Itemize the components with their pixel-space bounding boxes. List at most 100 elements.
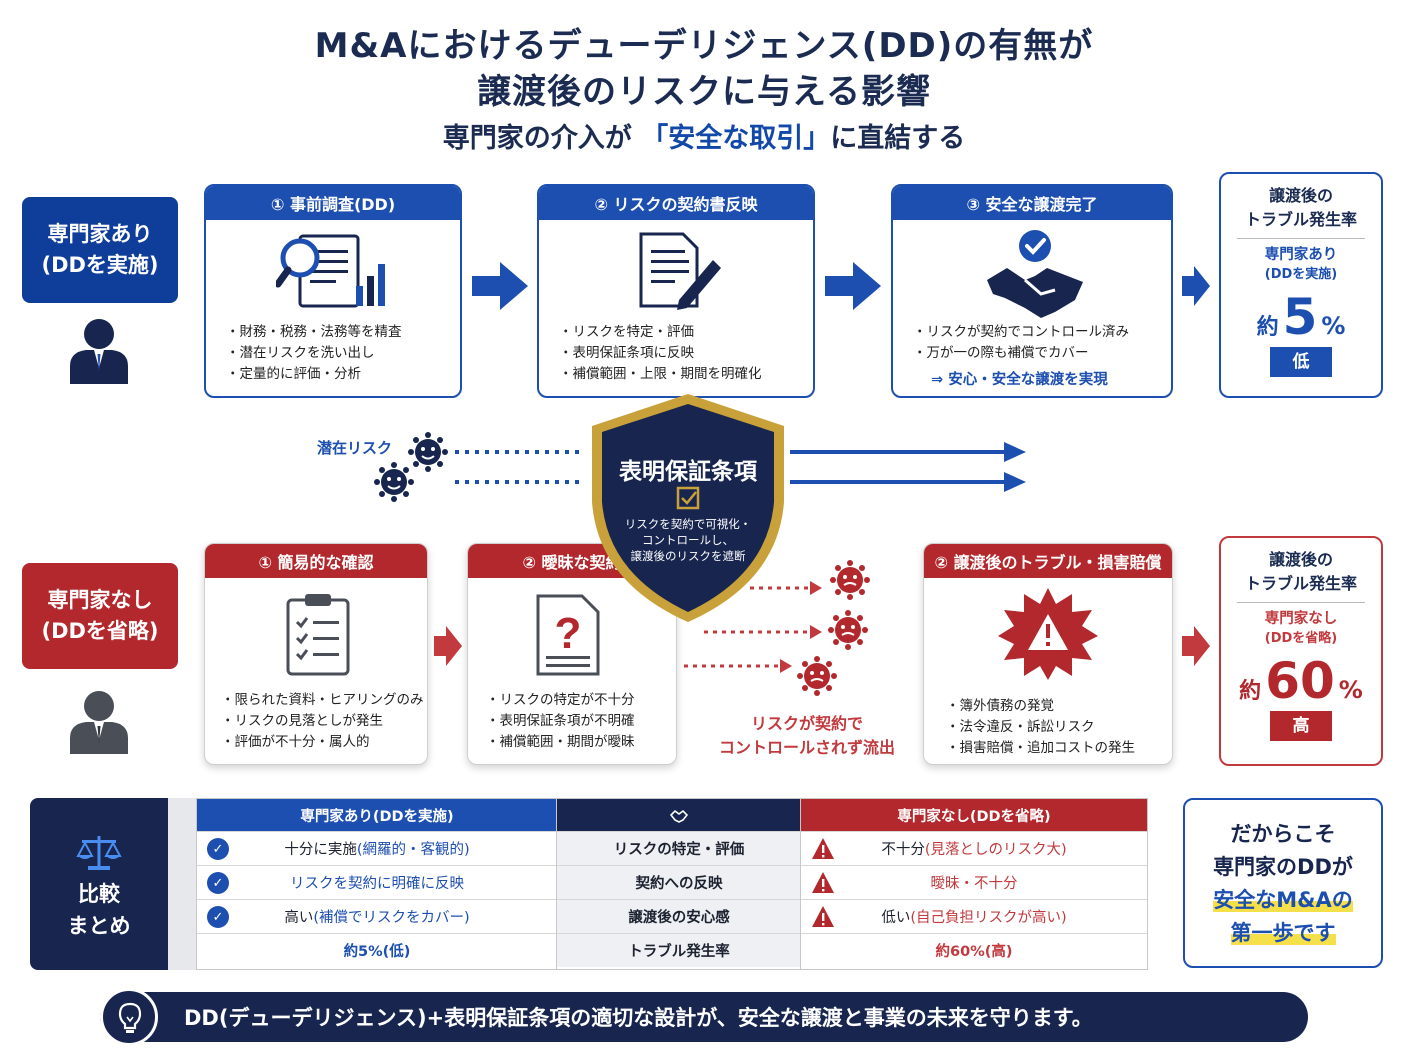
- person-icon: [70, 691, 128, 754]
- virus-icon: [374, 462, 414, 502]
- table-row-1-with: ✓ 十分に実施(網羅的・客観的): [197, 831, 557, 865]
- table-row-3-without: 低い(自己負担リスクが高い): [801, 899, 1147, 933]
- with-step2-bullet-2: ・表明保証条項に反映: [559, 345, 694, 361]
- without-step3-bullet-2: ・法令違反・訴訟リスク: [946, 719, 1095, 735]
- with-step3-bullet-1: ・リスクが契約でコントロール済み: [913, 324, 1129, 340]
- without-step1-bullet-3: ・評価が不十分・属人的: [221, 734, 370, 750]
- arrow-right-icon: [1182, 626, 1210, 666]
- without-step2-bullet-3: ・補償範囲・期間が曖昧: [486, 734, 635, 750]
- col-with-header: 専門家あり(DDを実施): [197, 799, 557, 831]
- without-rate-prefix: 約: [1239, 679, 1262, 704]
- arrow-right-icon: [472, 262, 528, 310]
- shield-desc-line3: 譲渡後のリスクを遮断: [630, 549, 746, 563]
- without-rate-group-line2: (DDを省略): [1264, 631, 1338, 646]
- with-expert-label-line2: (DDを実施): [41, 253, 159, 277]
- shield-title: 表明保証条項: [619, 459, 757, 485]
- table-row-4-without: 約60%(高): [801, 933, 1147, 967]
- check-circle-icon: ✓: [207, 872, 229, 894]
- shield-desc-line1: リスクを契約で可視化・: [624, 517, 752, 531]
- without-expert-label-line1: 専門家なし: [47, 587, 153, 612]
- row4-with-sub: 約5%(低): [343, 944, 411, 960]
- contract-pen-icon: [639, 232, 721, 310]
- without-step2-bullet-1: ・リスクの特定が不十分: [486, 692, 635, 708]
- row4-without-sub: 約60%(高): [935, 944, 1013, 960]
- conclusion-line4: 第一歩です: [1230, 921, 1336, 945]
- row3-without-sub: (自己負担リスクが高い): [910, 910, 1067, 926]
- without-expert-label: 専門家なし (DDを省略): [22, 563, 178, 669]
- with-rate-title-line1: 譲渡後の: [1268, 186, 1333, 205]
- row3-with-main: 高い: [284, 910, 314, 926]
- divider: [1237, 238, 1365, 239]
- svg-text:?: ?: [555, 609, 582, 658]
- row3-without-main: 低い: [881, 910, 911, 926]
- handshake-icon: [987, 230, 1083, 318]
- with-expert-label: 専門家あり (DDを実施): [22, 197, 178, 303]
- lightbulb-badge: [100, 988, 158, 1046]
- col-item-header: [557, 799, 801, 831]
- with-step2-title: ② リスクの契約書反映: [539, 186, 813, 220]
- without-rate-group-line1: 専門家なし: [1264, 611, 1338, 627]
- check-circle-icon: ✓: [207, 906, 229, 928]
- table-row-2-item: 契約への反映: [557, 865, 801, 899]
- with-step2-bullet-3: ・補償範囲・上限・期間を明確化: [559, 366, 762, 382]
- shield-desc-line2: コントロールし、: [642, 533, 734, 547]
- with-expert-label-line1: 専門家あり: [47, 221, 153, 246]
- table-row-1-item: リスクの特定・評価: [557, 831, 801, 865]
- warning-icon: [812, 838, 834, 859]
- without-step3-bullet-3: ・損害賠償・追加コストの発生: [946, 740, 1135, 756]
- without-step1-bullet-2: ・リスクの見落としが発生: [221, 713, 383, 729]
- with-rate-group-line2: (DDを実施): [1264, 267, 1338, 282]
- comparison-side-line1: 比較: [78, 882, 120, 906]
- title-line2: 譲渡後のリスクに与える影響: [477, 72, 931, 112]
- clipboard-checklist-icon: [286, 594, 350, 676]
- with-rate-unit: %: [1321, 312, 1346, 340]
- without-step3-card: ② 譲渡後のトラブル・損害賠償 ・簿外債務の発覚 ・法令違反・訴訟リスク ・損害…: [923, 543, 1173, 765]
- virus-icon: [830, 560, 870, 600]
- warning-icon: [812, 906, 834, 927]
- with-rate-title-line2: トラブル発生率: [1244, 210, 1357, 229]
- comparison-side: 比較 まとめ: [30, 798, 168, 970]
- table-row-3-with: ✓ 高い(補償でリスクをカバー): [197, 899, 557, 933]
- table-row-1-without: 不十分(見落としのリスク大): [801, 831, 1147, 865]
- with-step1-card: ① 事前調査(DD) ・財務・税務・法務等を精査 ・潜在リスクを洗い出し ・定量…: [204, 184, 462, 398]
- with-step2-bullet-1: ・リスクを特定・評価: [559, 324, 694, 340]
- footer-banner: DD(デューデリジェンス)+表明保証条項の適切な設計が、安全な譲渡と事業の未来を…: [100, 988, 1308, 1046]
- table-row-4-item: トラブル発生率: [557, 933, 801, 967]
- without-step1-bullet-1: ・限られた資料・ヒアリングのみ: [221, 692, 424, 708]
- without-step1-card: ① 簡易的な確認 ・限られた資料・ヒアリングのみ ・リスクの見落としが発生 ・評…: [204, 543, 428, 765]
- with-step3-bullet-2: ・万が一の際も補償でカバー: [913, 345, 1089, 361]
- conclusion-line1: だからこそ: [1230, 822, 1336, 846]
- with-rate-level: 低: [1270, 347, 1332, 377]
- conclusion-line2: 専門家のDDが: [1213, 855, 1353, 879]
- warning-burst-icon: [998, 588, 1098, 680]
- shield-icon: [592, 394, 784, 622]
- with-step3-title: ③ 安全な譲渡完了: [893, 186, 1171, 220]
- with-step2-card: ② リスクの契約書反映 ・リスクを特定・評価 ・表明保証条項に反映 ・補償範囲・…: [537, 184, 815, 398]
- row1-with-main: 十分に実施: [284, 842, 357, 858]
- latent-risk-label: 潜在リスク: [317, 439, 393, 457]
- footer-text: DD(デューデリジェンス)+表明保証条項の適切な設計が、安全な譲渡と事業の未来を…: [184, 1006, 1093, 1030]
- dotted-arrows-blue: [455, 450, 581, 484]
- without-rate-title-line2: トラブル発生率: [1244, 574, 1357, 593]
- comparison-side-text: 比較 まとめ: [30, 878, 168, 942]
- leak-caption: リスクが契約で コントロールされず流出: [700, 712, 914, 760]
- conclusion-line3: 安全なM&Aの: [1213, 888, 1353, 912]
- with-step3-card: ③ 安全な譲渡完了 ・リスクが契約でコントロール済み ・万が一の際も補償でカバー…: [891, 184, 1173, 398]
- without-step3-bullet-1: ・簿外債務の発覚: [946, 698, 1054, 714]
- with-rate-group-line1: 専門家あり: [1264, 247, 1338, 263]
- virus-icon: [408, 432, 448, 472]
- grid-line: [800, 799, 801, 969]
- with-step1-bullet-2: ・潜在リスクを洗い出し: [226, 345, 375, 361]
- check-circle-icon: ✓: [207, 838, 229, 860]
- divider: [1237, 602, 1365, 603]
- leak-arrows: [684, 581, 822, 673]
- without-rate-title-line1: 譲渡後の: [1268, 550, 1333, 569]
- table-row-4-with: 約5%(低): [197, 933, 557, 967]
- table-row-2-with: ✓ リスクを契約に明確に反映: [197, 865, 557, 899]
- comparison-table: 比較 まとめ 専門家あり(DDを実施) 専門家なし(DDを省略) ✓ 十分に実施…: [30, 798, 1148, 970]
- virus-icon: [797, 656, 837, 696]
- col-without-header: 専門家なし(DDを省略): [801, 799, 1147, 831]
